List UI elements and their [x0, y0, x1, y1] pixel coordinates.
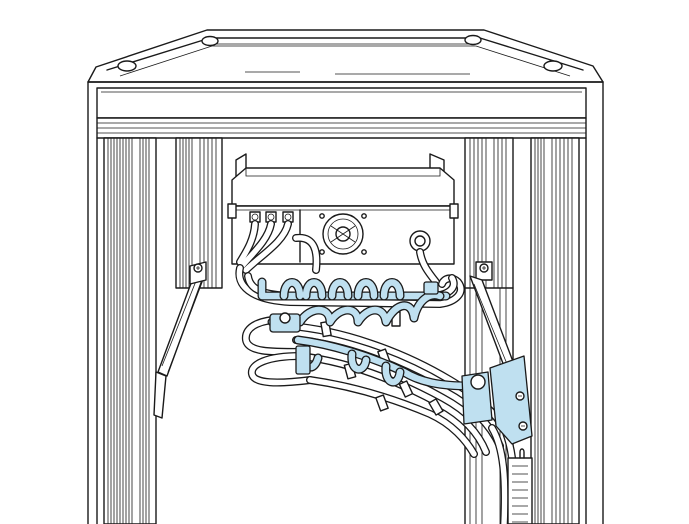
- cabinet-top: [87, 29, 604, 83]
- cabinet-frame: [87, 81, 604, 524]
- coax-connector-icon: [409, 230, 431, 252]
- top-bolt-right-front: [543, 60, 563, 72]
- right-side-arm: [469, 261, 521, 383]
- left-side-arm: [153, 261, 207, 419]
- cooling-fan-icon: [319, 213, 367, 255]
- vertical-cable-duct: [507, 448, 533, 524]
- cable-management-arm[interactable]: [257, 277, 533, 445]
- right-posts: [464, 137, 580, 524]
- left-posts: [103, 137, 223, 524]
- top-bolt-left-front: [117, 60, 137, 72]
- top-bolt-left-back: [201, 35, 219, 47]
- top-bolt-right-back: [464, 34, 482, 46]
